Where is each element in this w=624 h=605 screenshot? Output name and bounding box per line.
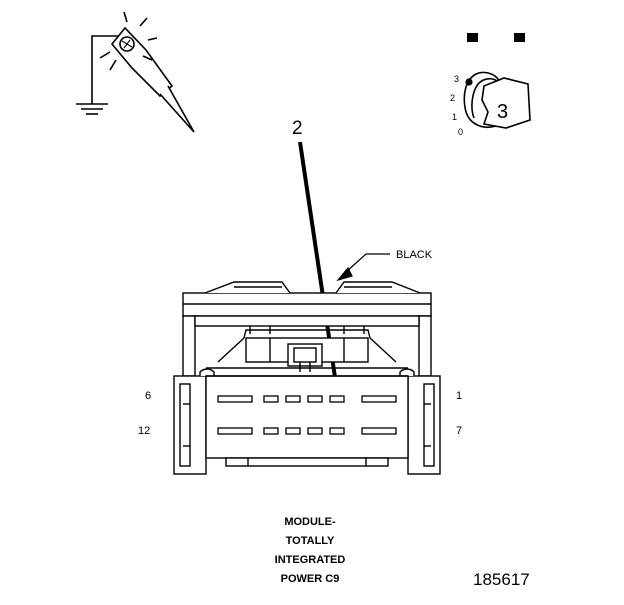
cavity-row-top: [217, 395, 397, 403]
cavity-9: [307, 427, 323, 435]
test-light-probe-icon: [76, 11, 195, 133]
caption-line-4: POWER C9: [280, 573, 340, 585]
cavity-2: [329, 395, 345, 403]
caption-line-2: TOTALLY: [285, 535, 335, 547]
ignition-switch-icon: 3 2 1 0 3: [450, 33, 531, 137]
pin-label-top-right: 1: [456, 390, 462, 402]
pin-label-top-left: 6: [145, 390, 151, 402]
caption-line-3: INTEGRATED: [274, 554, 346, 566]
pin-label-bottom-right: 7: [456, 425, 462, 437]
cavity-1: [361, 395, 397, 403]
cavity-6: [217, 395, 253, 403]
cavity-11: [263, 427, 279, 435]
cavity-4: [285, 395, 301, 403]
cavity-8: [329, 427, 345, 435]
cavity-5: [263, 395, 279, 403]
terminal-cavities: [217, 395, 397, 435]
cavity-7: [361, 427, 397, 435]
callout-number: 2: [292, 118, 303, 139]
ignition-position-0: 0: [458, 127, 463, 137]
connector-color-label: BLACK: [396, 249, 433, 261]
cavity-row-bottom: [217, 427, 397, 435]
ignition-selected-position: 3: [497, 101, 508, 123]
cavity-10: [285, 427, 301, 435]
ignition-position-3: 3: [454, 74, 459, 84]
figure-number: 185617: [473, 570, 530, 589]
ignition-position-1: 1: [452, 112, 457, 122]
caption-line-1: MODULE-: [284, 516, 336, 528]
color-label-leader: [336, 253, 390, 282]
indicator-left-icon: [467, 33, 478, 42]
cavity-12: [217, 427, 253, 435]
pin-label-bottom-left: 12: [138, 425, 150, 437]
indicator-right-icon: [514, 33, 525, 42]
ignition-position-2: 2: [450, 93, 455, 103]
connector-body: [173, 281, 441, 475]
cavity-3: [307, 395, 323, 403]
